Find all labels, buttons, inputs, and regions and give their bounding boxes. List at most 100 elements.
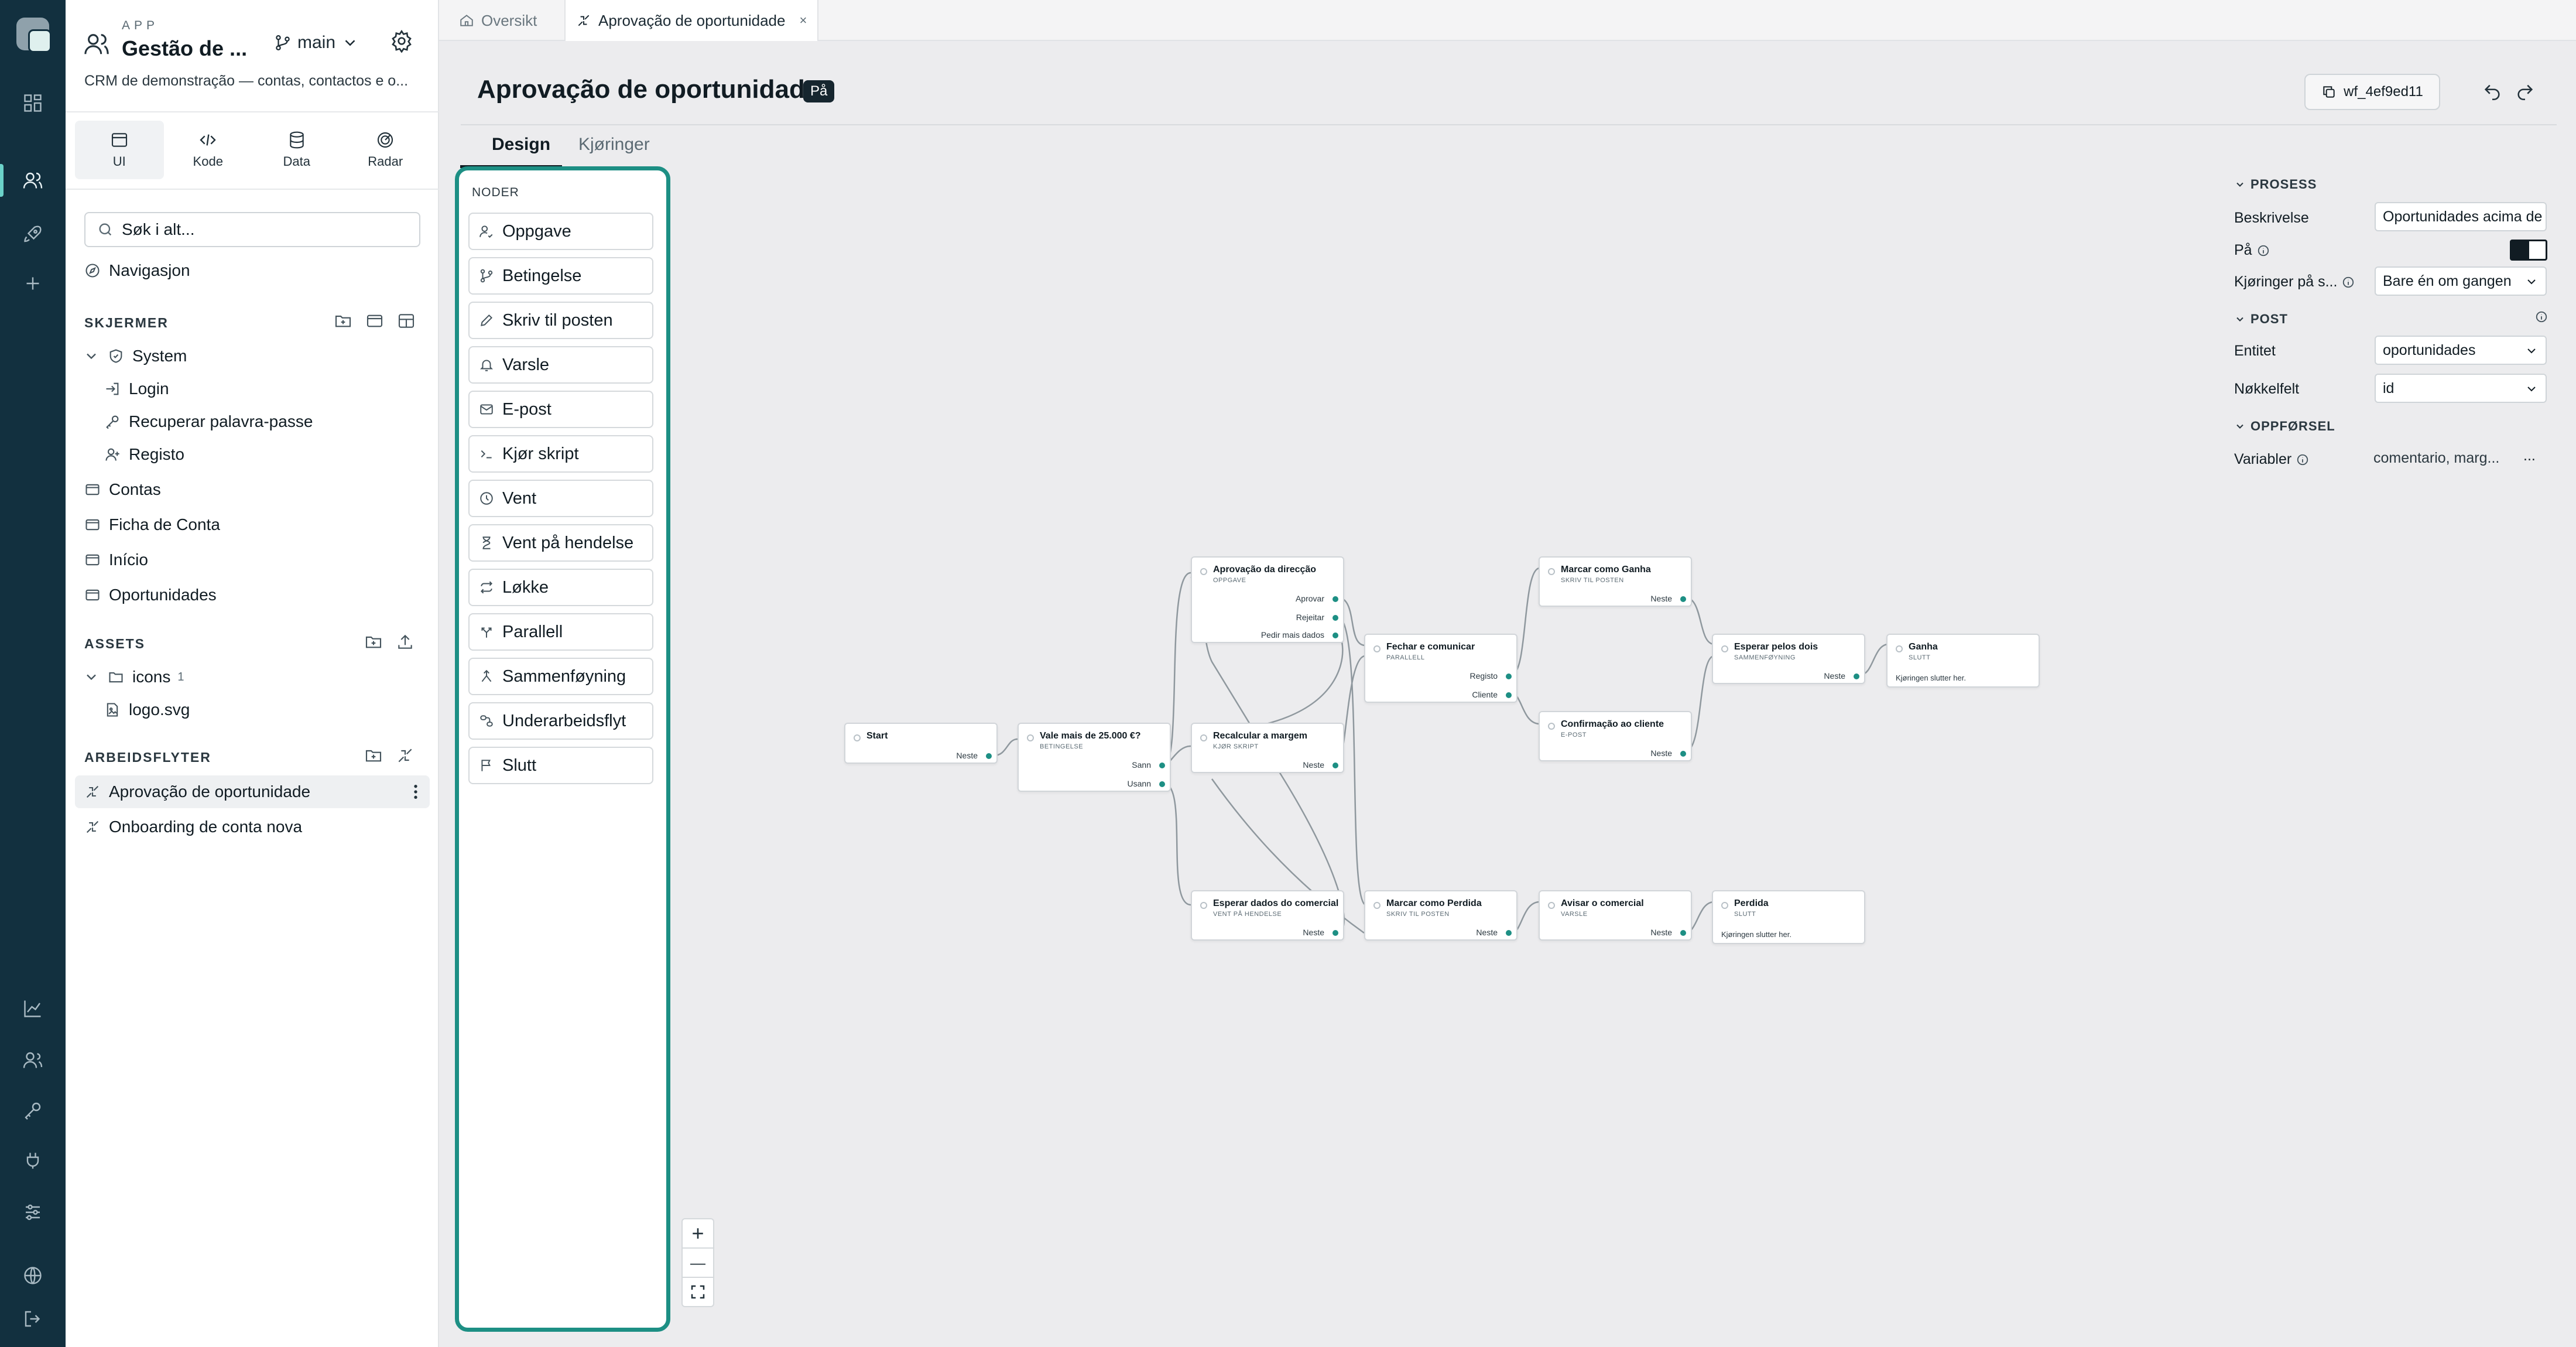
output-port[interactable] [1332,763,1338,768]
screen-register[interactable]: Registo [104,445,184,464]
new-screen-icon[interactable] [365,312,384,330]
output-port[interactable] [986,753,992,759]
screen-oportunidades[interactable]: Oportunidades [84,586,217,604]
output-port[interactable] [1506,674,1512,679]
node-end-lost[interactable]: Perdida SLUTT Kjøringen slutter her. [1712,890,1865,944]
new-folder-icon[interactable] [334,312,352,330]
palette-item-vent-hendelse[interactable]: Vent på hendelse [468,524,653,562]
output-port[interactable] [1680,596,1686,602]
section-post[interactable]: POST [2234,312,2288,327]
tab-oversikt[interactable]: Oversikt [450,0,546,41]
copy-workflow-id-button[interactable]: wf_4ef9ed11 [2304,74,2440,110]
team-icon[interactable] [22,1049,43,1071]
key-icon[interactable] [22,1100,43,1121]
output-port[interactable] [1680,930,1686,936]
undo-icon[interactable] [2482,82,2502,102]
output-port[interactable] [1332,596,1338,602]
palette-item-oppgave[interactable]: Oppgave [468,213,653,250]
node-start[interactable]: Start Neste [844,723,998,764]
new-workflow-icon[interactable] [396,746,415,765]
output-port[interactable] [1506,692,1512,698]
output-port[interactable] [1506,930,1512,936]
output-port[interactable] [1854,674,1859,679]
new-folder-icon[interactable] [364,633,383,651]
output-port[interactable] [1159,781,1165,787]
entity-select[interactable]: oportunidades [2375,336,2547,365]
palette-item-slutt[interactable]: Slutt [468,747,653,784]
palette-item-skriv[interactable]: Skriv til posten [468,302,653,339]
palette-item-sammenfoyning[interactable]: Sammenføyning [468,658,653,695]
runs-select[interactable]: Bare én om gangen [2375,266,2547,296]
variables-more-button[interactable]: ... [2523,447,2536,464]
zoom-out-button[interactable]: — [681,1247,714,1278]
screen-inicio[interactable]: Início [84,551,148,569]
navigation-link[interactable]: Navigasjon [84,261,190,280]
palette-item-kjor-skript[interactable]: Kjør skript [468,435,653,473]
folder-system[interactable]: System [83,347,187,365]
node-mark-won[interactable]: Marcar como Ganha SKRIV TIL POSTEN Neste [1539,556,1692,607]
enabled-toggle[interactable] [2510,240,2547,261]
description-field[interactable]: Oportunidades acima de [2375,202,2547,231]
folder-icons[interactable]: icons 1 [83,668,184,686]
upload-icon[interactable] [396,633,415,651]
screen-ficha-de-conta[interactable]: Ficha de Conta [84,515,220,534]
fit-view-button[interactable] [681,1277,714,1307]
chart-icon[interactable] [22,998,43,1019]
users-icon[interactable] [22,170,43,191]
subtab-design[interactable]: Design [492,135,551,154]
tab-aprovacao[interactable]: Aprovação de oportunidade × [564,0,819,41]
plus-icon[interactable] [22,273,43,294]
node-end-won[interactable]: Ganha SLUTT Kjøringen slutter her. [1886,634,2040,688]
output-port[interactable] [1332,633,1338,638]
workflow-onboarding[interactable]: Onboarding de conta nova [84,818,302,836]
search-input[interactable]: Søk i alt... [84,212,420,247]
sliders-icon[interactable] [22,1202,43,1223]
screen-login[interactable]: Login [104,380,169,398]
more-vertical-icon[interactable] [406,782,425,801]
screen-contas[interactable]: Contas [84,480,161,499]
palette-item-lokke[interactable]: Løkke [468,569,653,606]
branch-selector[interactable]: main [274,29,359,56]
gear-icon[interactable] [390,29,413,53]
rocket-icon[interactable] [22,224,43,245]
mode-ui[interactable]: UI [75,121,164,179]
node-join[interactable]: Esperar pelos dois SAMMENFØYNING Neste [1712,634,1865,684]
mode-radar[interactable]: Radar [341,121,430,179]
node-approval[interactable]: Aprovação da direcção OPPGAVE Aprovar Re… [1191,556,1344,643]
palette-item-vent[interactable]: Vent [468,480,653,517]
node-mark-lost[interactable]: Marcar como Perdida SKRIV TIL POSTEN Nes… [1364,890,1517,941]
palette-item-parallell[interactable]: Parallell [468,613,653,651]
dashboard-icon[interactable] [22,93,43,114]
new-folder-icon[interactable] [364,746,383,765]
redo-icon[interactable] [2515,82,2535,102]
output-port[interactable] [1159,763,1165,768]
app-name[interactable]: Gestão de ... [122,36,248,60]
node-parallel[interactable]: Fechar e comunicar PARALLELL Registo Cli… [1364,634,1517,703]
node-recalc[interactable]: Recalcular a margem KJØR SKRIPT Neste [1191,723,1344,773]
output-port[interactable] [1332,615,1338,621]
section-prosess[interactable]: PROSESS [2234,177,2317,192]
output-port[interactable] [1680,751,1686,757]
node-condition[interactable]: Vale mais de 25.000 €? BETINGELSE Sann U… [1018,723,1171,792]
subtab-kjoringer[interactable]: Kjøringer [578,135,650,154]
node-wait-data[interactable]: Esperar dados do comercial VENT PÅ HENDE… [1191,890,1344,941]
workflow-aprovacao[interactable]: Aprovação de oportunidade [84,782,310,801]
plug-icon[interactable] [22,1150,43,1171]
layout-icon[interactable] [397,312,416,330]
palette-item-betingelse[interactable]: Betingelse [468,257,653,295]
palette-item-underarbeidsflyt[interactable]: Underarbeidsflyt [468,702,653,740]
mode-kode[interactable]: Kode [164,121,253,179]
palette-item-epost[interactable]: E-post [468,391,653,428]
output-port[interactable] [1332,930,1338,936]
mode-data[interactable]: Data [252,121,341,179]
screen-recover-password[interactable]: Recuperar palavra-passe [104,412,313,431]
key-field-select[interactable]: id [2375,374,2547,403]
zoom-in-button[interactable]: + [681,1218,714,1249]
node-notify[interactable]: Avisar o comercial VARSLE Neste [1539,890,1692,941]
workspace-logo[interactable] [16,18,52,53]
palette-item-varsle[interactable]: Varsle [468,346,653,384]
globe-icon[interactable] [22,1265,43,1286]
node-confirm-email[interactable]: Confirmação ao cliente E-POST Neste [1539,711,1692,761]
asset-logo-svg[interactable]: logo.svg [104,700,190,719]
logout-icon[interactable] [22,1308,43,1329]
